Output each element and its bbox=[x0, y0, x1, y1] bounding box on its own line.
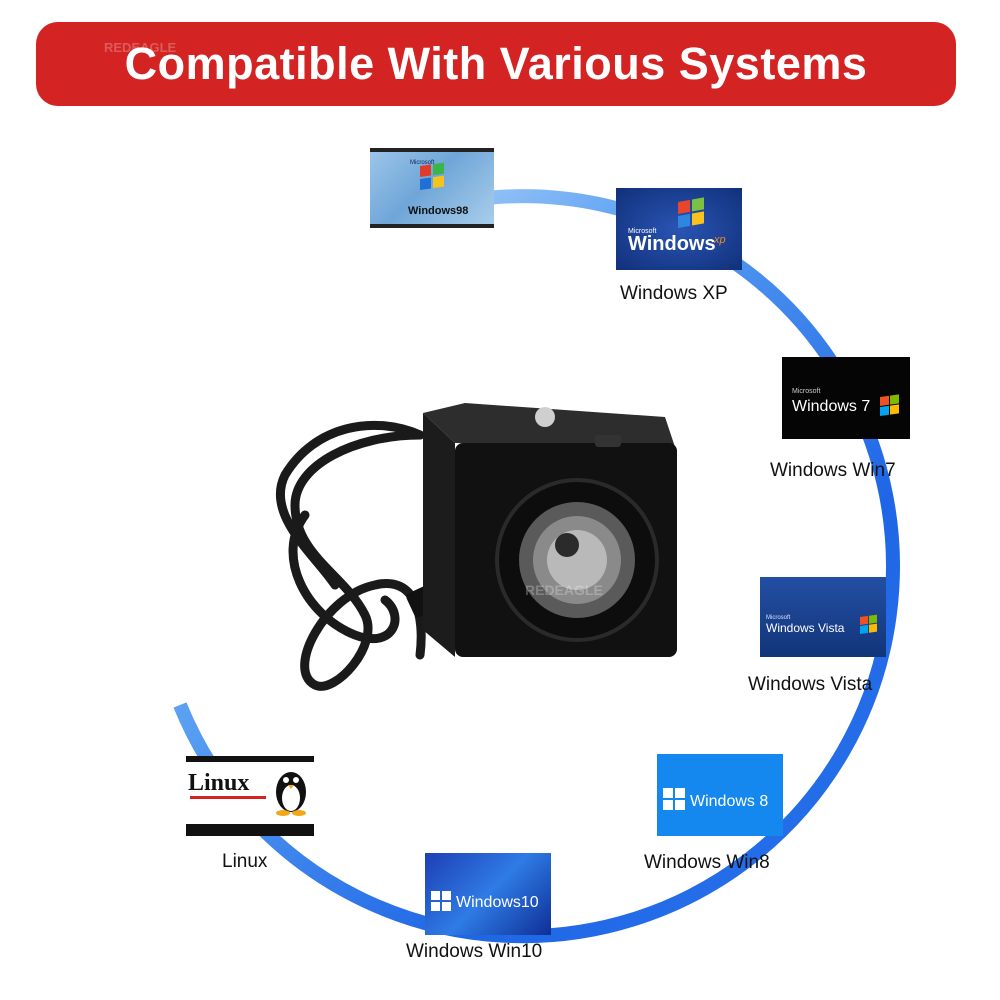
vista-logo-text: Windows Vista bbox=[766, 621, 845, 635]
windows-flag-icon: Microsoft Windows98 bbox=[408, 160, 468, 217]
title-banner: Compatible With Various Systems REDEAGLE bbox=[36, 22, 956, 106]
label-windows-win7: Windows Win7 bbox=[770, 460, 896, 481]
xp-suffix-text: xp bbox=[713, 234, 726, 246]
windows-flag-icon: Windows 8 bbox=[663, 788, 768, 810]
usb-cable bbox=[275, 420, 426, 691]
windows-7-logo: Microsoft Windows 7 bbox=[782, 357, 910, 439]
windows-flag-icon: Microsoft Windows Vista bbox=[766, 614, 877, 635]
camera-lens bbox=[495, 478, 659, 642]
windows-xp-logo: Microsoft Windows xp bbox=[616, 188, 742, 270]
w10-logo-text: Windows10 bbox=[456, 894, 539, 911]
camera-watermark-text: REDEAGLE bbox=[525, 582, 603, 598]
label-linux: Linux bbox=[222, 851, 268, 872]
linux-logo: Linux bbox=[186, 756, 314, 836]
vista-microsoft-text: Microsoft bbox=[766, 615, 791, 621]
linux-logo-text: Linux bbox=[188, 770, 249, 796]
win98-microsoft-text: Microsoft bbox=[410, 160, 435, 166]
label-windows-win10: Windows Win10 bbox=[406, 941, 543, 962]
xp-microsoft-text: Microsoft bbox=[628, 228, 656, 235]
label-windows-win8: Windows Win8 bbox=[644, 852, 770, 873]
xp-logo-text: Windows bbox=[628, 233, 716, 255]
windows-flag-icon: Microsoft Windows xp bbox=[628, 197, 726, 255]
windows-8-logo: Windows 8 bbox=[657, 754, 783, 836]
windows-flag-icon: Microsoft Windows 7 bbox=[792, 388, 899, 416]
windows-flag-icon: Windows10 bbox=[431, 891, 539, 911]
windows98-logo: Microsoft Windows98 bbox=[370, 148, 494, 228]
windows-vista-logo: Microsoft Windows Vista bbox=[760, 577, 886, 657]
label-windows-xp: Windows XP bbox=[620, 283, 728, 304]
banner-title: Compatible With Various Systems bbox=[124, 38, 868, 89]
w7-microsoft-text: Microsoft bbox=[792, 388, 820, 395]
win98-logo-text: Windows98 bbox=[408, 205, 468, 217]
windows-10-logo: Windows10 bbox=[425, 853, 551, 935]
label-windows-vista: Windows Vista bbox=[748, 674, 873, 695]
usb-camera-image: REDEAGLE bbox=[275, 403, 677, 691]
w8-logo-text: Windows 8 bbox=[690, 793, 768, 810]
tux-penguin-icon: Linux bbox=[186, 756, 314, 836]
w7-logo-text: Windows 7 bbox=[792, 398, 870, 415]
watermark-text: REDEAGLE bbox=[104, 40, 177, 55]
